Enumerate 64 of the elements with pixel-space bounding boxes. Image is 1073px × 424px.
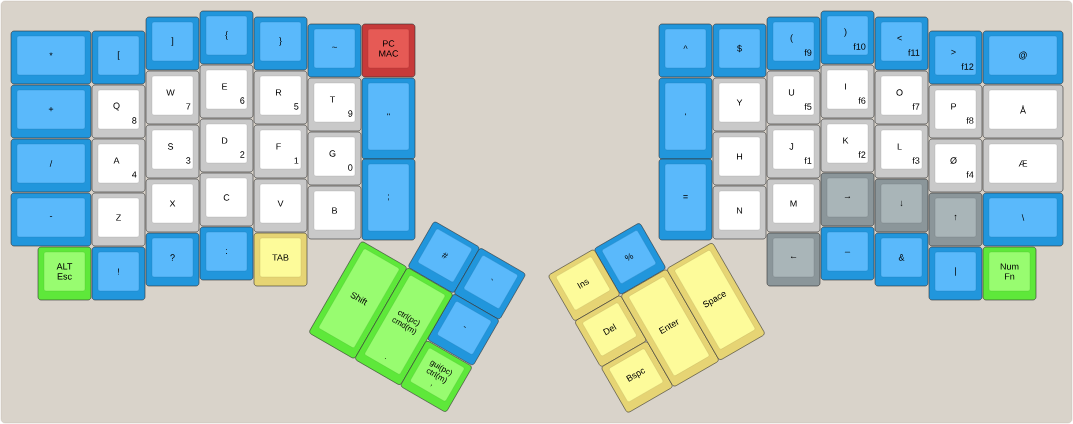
keycap: K f2: [820, 118, 875, 173]
keycap: ;: [361, 158, 416, 241]
keycap: < f11: [874, 16, 929, 71]
keycap: |: [928, 246, 983, 301]
keycap: ~: [307, 23, 362, 78]
keycap: ↑: [928, 192, 983, 247]
keycap: ?: [145, 232, 200, 287]
keycap: F 1: [253, 124, 308, 179]
keycap: M: [766, 178, 821, 233]
keycap: I f6: [820, 64, 875, 119]
keycap: J f1: [766, 124, 821, 179]
keycap: Q 8: [91, 84, 146, 139]
keycap: V: [253, 178, 308, 233]
keycap: ALT Esc: [37, 246, 92, 301]
keycap: $: [712, 23, 767, 78]
keycap: Å: [982, 84, 1064, 139]
keycap: Ø f4: [928, 138, 983, 193]
keycap: ': [658, 77, 713, 160]
keycap: ↓: [874, 178, 929, 233]
keycap: D 2: [199, 118, 254, 173]
keycap: *: [10, 30, 92, 85]
keycap: X: [145, 178, 200, 233]
keycap: _: [820, 226, 875, 281]
keycap: E 6: [199, 64, 254, 119]
keycap: ^: [658, 23, 713, 78]
keycap: O f7: [874, 70, 929, 125]
keycap: \: [982, 192, 1064, 247]
keycap: }: [253, 16, 308, 71]
keycap: [: [91, 30, 146, 85]
keycap: ( f9: [766, 16, 821, 71]
keycap: !: [91, 246, 146, 301]
keycap: -: [10, 192, 92, 247]
keycap: +: [10, 84, 92, 139]
keycap: ) f10: [820, 10, 875, 65]
keycap: {: [199, 10, 254, 65]
keycap: ]: [145, 16, 200, 71]
keycap: Æ: [982, 138, 1064, 193]
keycap: →: [820, 172, 875, 227]
keycap: P f8: [928, 84, 983, 139]
keycap: TAB: [253, 232, 308, 287]
keycap: @: [982, 30, 1064, 85]
keycap: G 0: [307, 131, 362, 186]
keycap: Num Fn: [982, 246, 1037, 301]
keycap: B: [307, 185, 362, 240]
keycap: N: [712, 185, 767, 240]
keycap: S 3: [145, 124, 200, 179]
keycap: ←: [766, 232, 821, 287]
keycap: R 5: [253, 70, 308, 125]
keycap: L f3: [874, 124, 929, 179]
keycap: A 4: [91, 138, 146, 193]
keycap: /: [10, 138, 92, 193]
keycap: Y: [712, 77, 767, 132]
keycap: ": [361, 77, 416, 160]
keycap: H: [712, 131, 767, 186]
keycap: T 9: [307, 77, 362, 132]
keycap: &: [874, 232, 929, 287]
keycap: U f5: [766, 70, 821, 125]
keycap: PC MAC: [361, 23, 416, 78]
keycap: =: [658, 158, 713, 241]
keycap: > f12: [928, 30, 983, 85]
keycap: Z: [91, 192, 146, 247]
keycap: :: [199, 226, 254, 281]
keycap: W 7: [145, 70, 200, 125]
keycap: C: [199, 172, 254, 227]
